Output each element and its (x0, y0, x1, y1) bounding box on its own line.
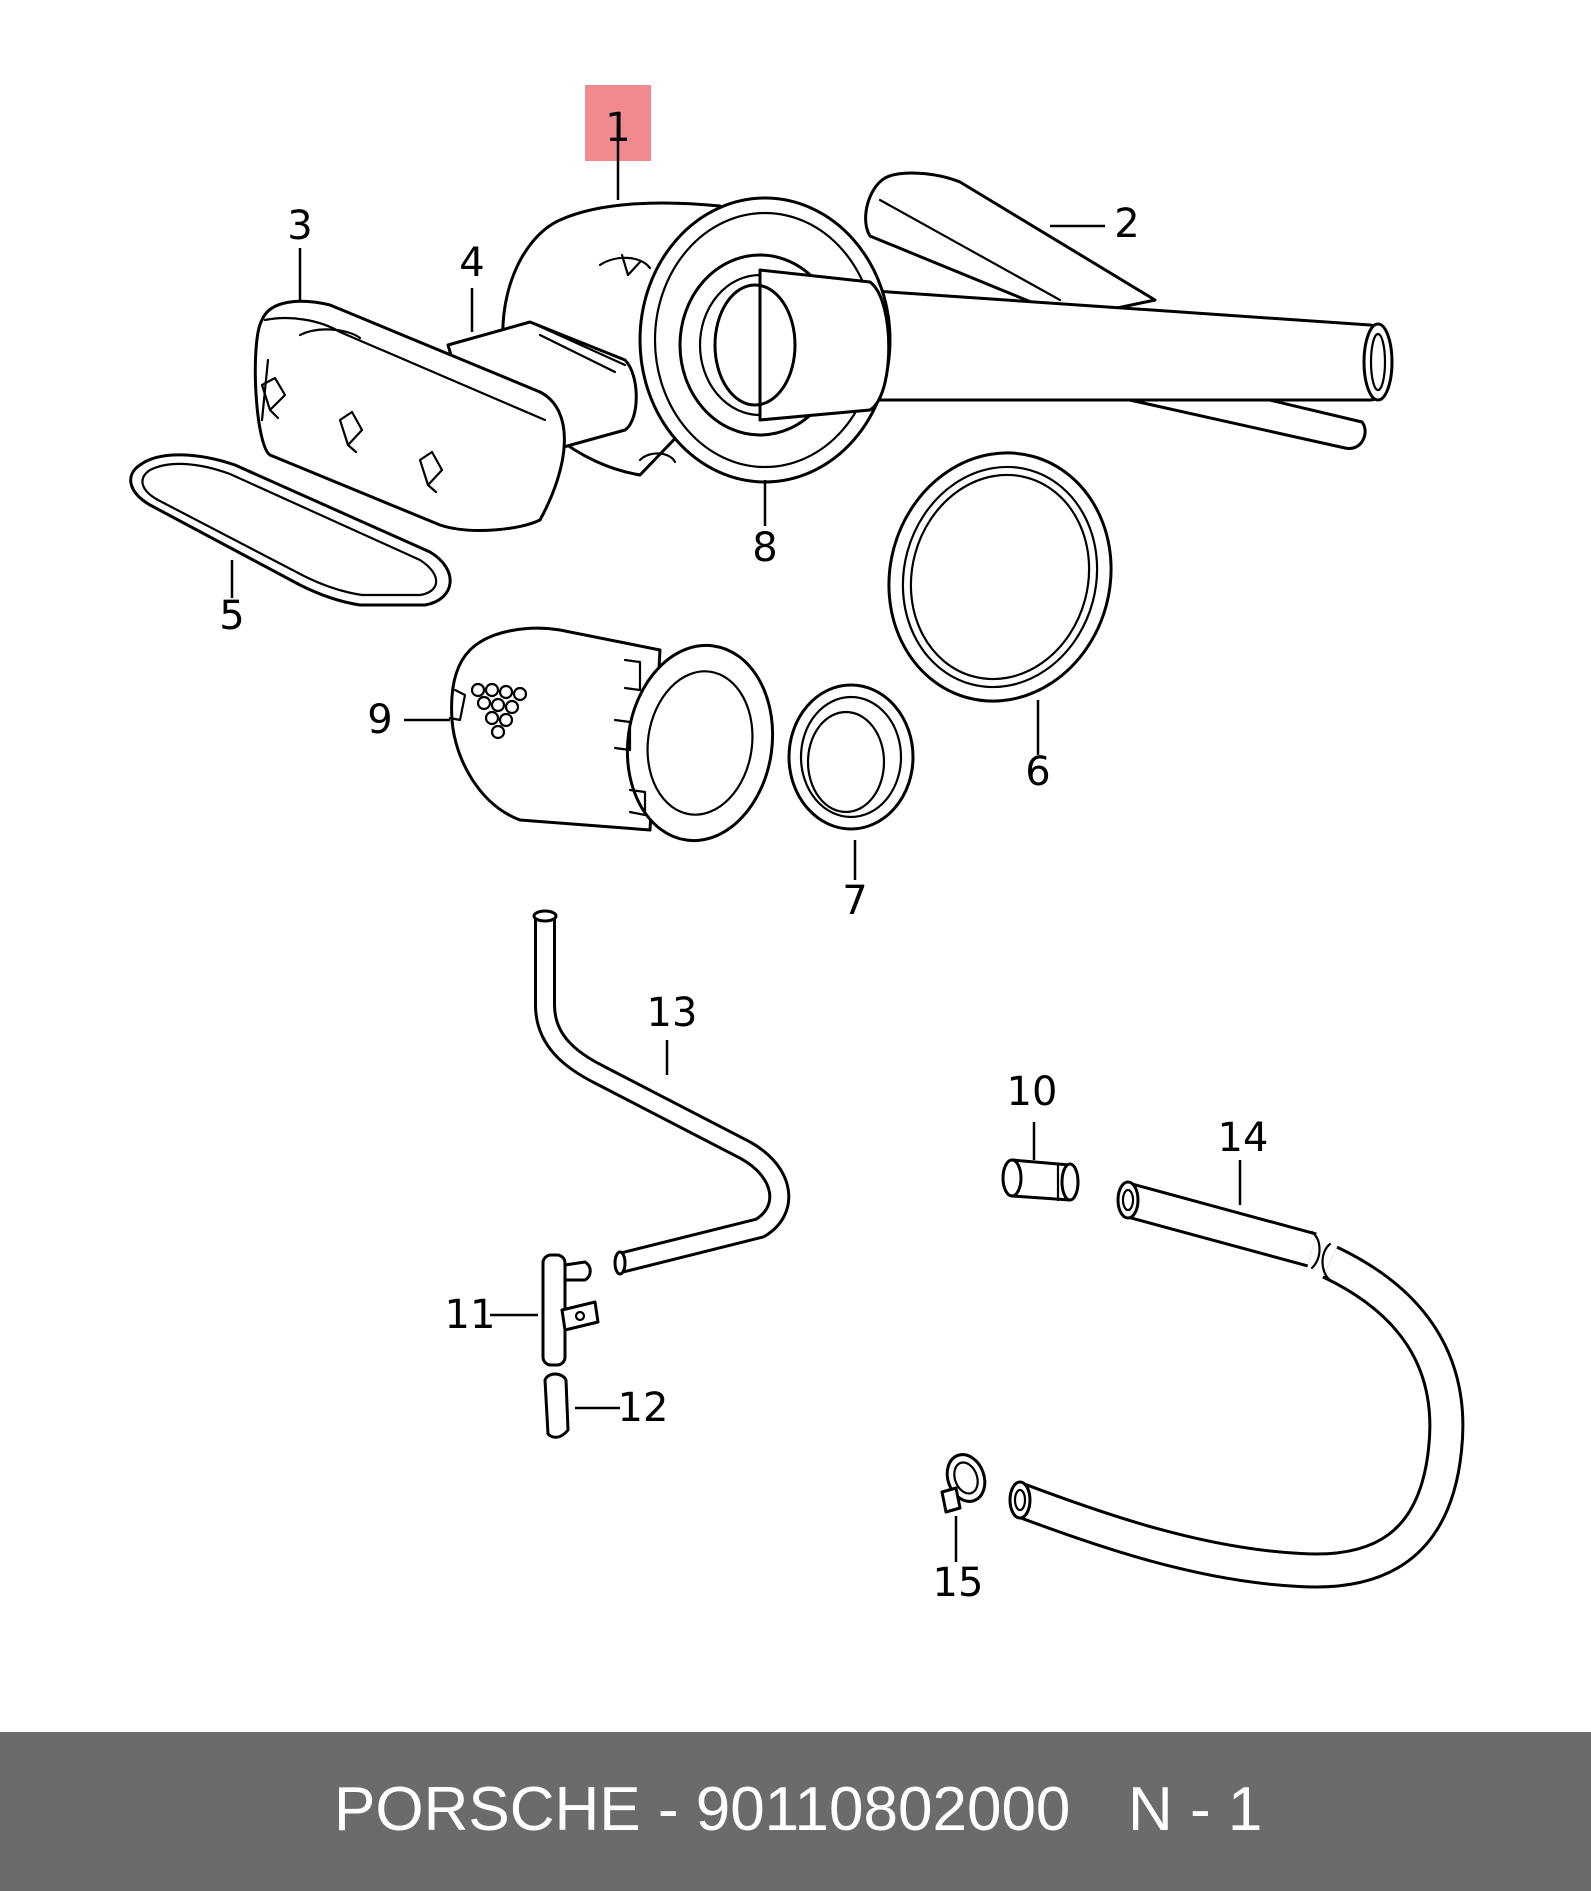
callout-11: 11 (445, 1292, 496, 1338)
part-14-long-hose (1008, 1180, 1465, 1589)
diagram-page-label: N - 1 (1128, 1775, 1263, 1844)
clip-icon (260, 376, 444, 494)
leader-lines (230, 126, 1242, 1562)
callout-2: 2 (1114, 201, 1139, 247)
callout-15: 15 (933, 1560, 984, 1606)
callout-5: 5 (219, 593, 244, 639)
callout-8: 8 (752, 525, 777, 571)
callout-3: 3 (287, 203, 312, 249)
callout-4: 4 (459, 240, 484, 286)
footer-bar: PORSCHE - 90110802000 N - 1 (0, 1732, 1591, 1891)
callout-1: 1 (605, 105, 630, 151)
part-15-hose-clamp (940, 1453, 987, 1514)
part-10-coupling (1001, 1158, 1080, 1202)
callout-7: 7 (842, 878, 867, 924)
part-6-seal-ring (887, 451, 1113, 703)
part-5-gasket (129, 453, 452, 607)
part-11-t-connector (541, 1253, 600, 1367)
part-2-intake-duct (858, 171, 1394, 450)
callout-12: 12 (618, 1385, 669, 1431)
part-12-small-hose (543, 1372, 570, 1439)
callout-13: 13 (647, 990, 698, 1036)
part-8-cover (638, 196, 892, 484)
part-7-ring (787, 683, 915, 831)
callout-10: 10 (1007, 1069, 1058, 1115)
part-13-bent-hose (532, 909, 791, 1276)
part-9-filter-element (448, 626, 775, 843)
part-number-title: PORSCHE - 90110802000 (334, 1775, 1071, 1844)
callout-6: 6 (1025, 749, 1050, 795)
callout-labels: 1 2 3 4 5 6 7 8 9 10 11 12 13 14 15 (219, 105, 1268, 1606)
part-3-upper-housing (253, 299, 566, 532)
exploded-parts-diagram: 1 2 3 4 5 6 7 8 9 10 11 12 13 14 15 (129, 85, 1465, 1606)
logo-dots-icon (470, 682, 528, 740)
callout-9: 9 (367, 697, 392, 743)
callout-14: 14 (1218, 1115, 1269, 1161)
